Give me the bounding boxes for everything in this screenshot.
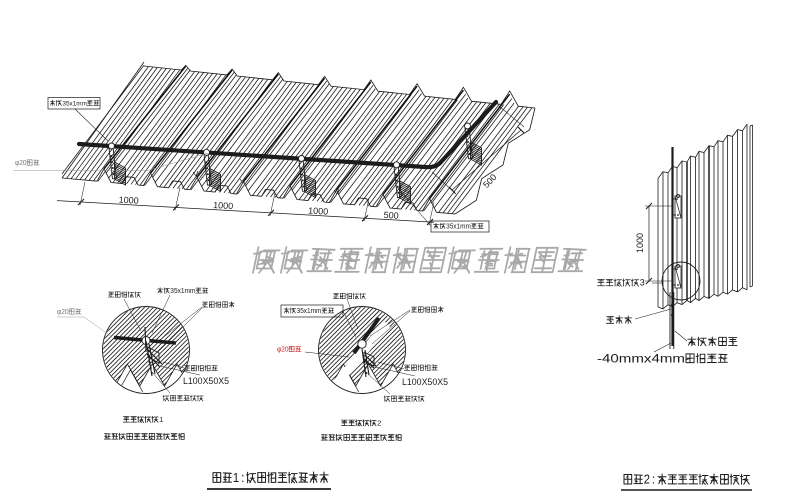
svg-text::: : bbox=[241, 470, 245, 485]
svg-text:φ20: φ20 bbox=[277, 346, 289, 353]
svg-text:1000: 1000 bbox=[308, 206, 329, 217]
svg-text:1000: 1000 bbox=[213, 200, 234, 211]
svg-text:500: 500 bbox=[383, 210, 399, 221]
svg-text:35x1mm: 35x1mm bbox=[446, 223, 471, 230]
svg-text:1: 1 bbox=[233, 470, 240, 485]
svg-text:35x1mm: 35x1mm bbox=[62, 100, 87, 107]
svg-text:2: 2 bbox=[644, 473, 650, 487]
svg-text:1: 1 bbox=[159, 415, 163, 424]
svg-text:L100X50X5: L100X50X5 bbox=[402, 377, 448, 387]
svg-text:35x1mm: 35x1mm bbox=[170, 288, 195, 295]
svg-text::: : bbox=[652, 473, 655, 487]
svg-text:φ20: φ20 bbox=[15, 160, 27, 167]
svg-text:2: 2 bbox=[377, 419, 381, 428]
svg-text:1000: 1000 bbox=[118, 195, 139, 206]
svg-text:35x1mm: 35x1mm bbox=[297, 308, 322, 315]
svg-text:-40mmx4mm: -40mmx4mm bbox=[597, 353, 685, 365]
svg-text:L100X50X5: L100X50X5 bbox=[183, 376, 229, 386]
svg-text:φ20: φ20 bbox=[57, 309, 69, 316]
svg-text:1000: 1000 bbox=[635, 233, 645, 253]
svg-text:3: 3 bbox=[640, 278, 645, 288]
